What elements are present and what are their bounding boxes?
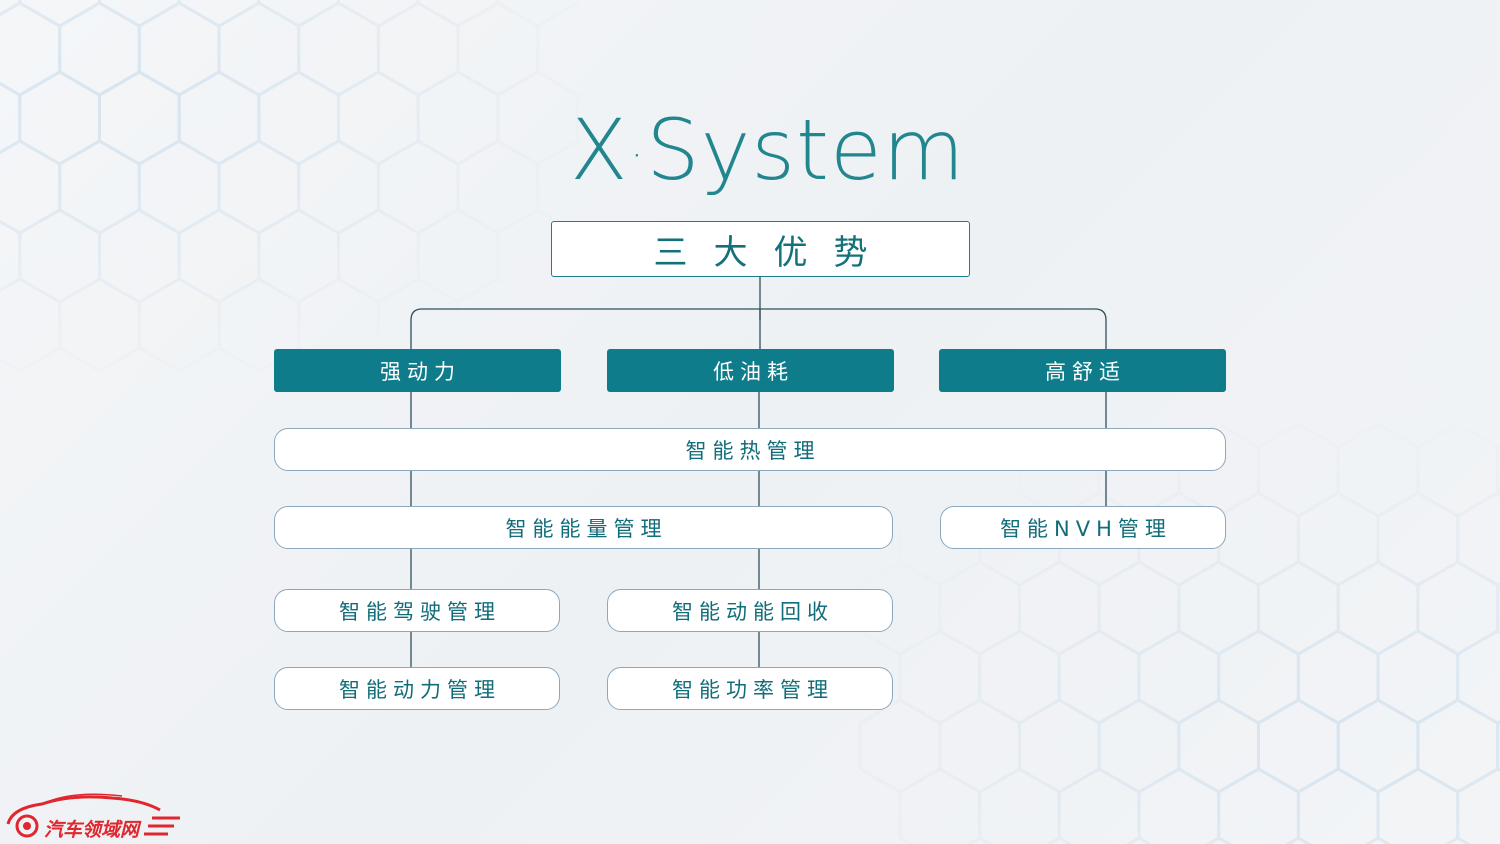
node-energy-management: 智能能量管理 (274, 506, 893, 549)
node-nvh-management: 智能NVH管理 (940, 506, 1226, 549)
category-high-comfort: 高舒适 (939, 349, 1226, 392)
category-label: 高舒适 (1045, 359, 1126, 384)
hexagon-shape (456, 277, 540, 373)
title-prefix: X (570, 101, 629, 199)
xsystem-title: X·System (570, 100, 965, 200)
node-label: 智能功率管理 (672, 677, 834, 702)
hexagon-shape (1456, 767, 1500, 844)
node-wattage-management: 智能功率管理 (607, 667, 893, 710)
branch-connector (410, 308, 1107, 349)
node-label: 智能动力管理 (339, 677, 501, 702)
category-low-fuel: 低油耗 (607, 349, 894, 392)
category-label: 低油耗 (713, 359, 794, 384)
title-dot: · (630, 133, 645, 179)
node-label: 智能热管理 (685, 438, 821, 463)
root-label: 三大优势 (653, 232, 894, 273)
node-kinetic-recovery: 智能动能回收 (607, 589, 893, 632)
car-logo-icon (6, 793, 180, 838)
node-thermal-management: 智能热管理 (274, 428, 1226, 471)
title-main: System (646, 101, 966, 199)
category-label: 强动力 (380, 359, 461, 384)
node-label: 智能动能回收 (672, 599, 834, 624)
node-label: 智能NVH管理 (1000, 516, 1172, 541)
watermark-text: 汽车领域网 (44, 819, 140, 841)
node-label: 智能驾驶管理 (339, 599, 501, 624)
three-advantages-box: 三大优势 (551, 221, 970, 277)
node-driving-management: 智能驾驶管理 (274, 589, 560, 632)
node-power-management: 智能动力管理 (274, 667, 560, 710)
category-strong-power: 强动力 (274, 349, 561, 392)
node-label: 智能能量管理 (505, 516, 668, 541)
